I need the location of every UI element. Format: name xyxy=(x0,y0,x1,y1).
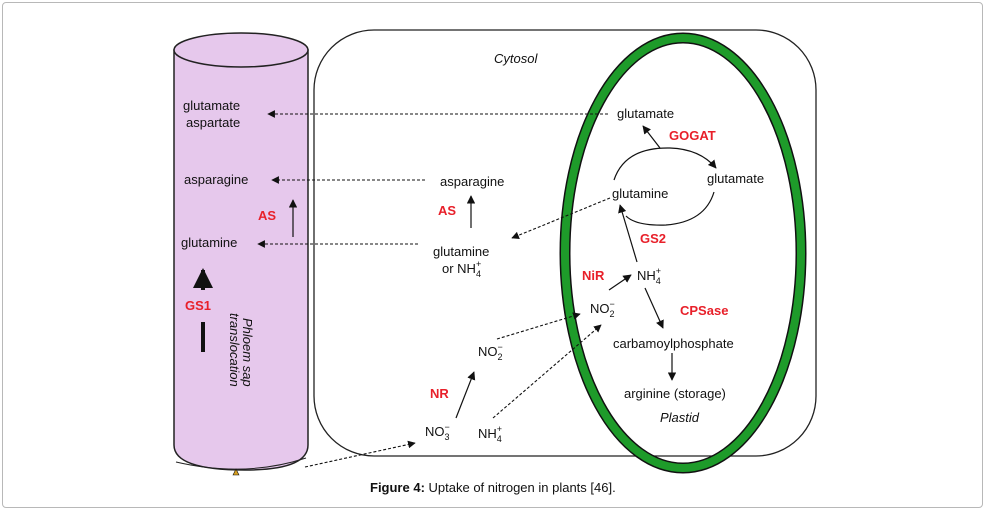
plastid-no2: NO2− xyxy=(590,299,615,319)
cytosol-glutamine: glutamine xyxy=(433,244,489,259)
plastid-enzyme-nir: NiR xyxy=(582,268,605,283)
gogat-cycle-arc-top xyxy=(613,147,717,181)
plastid-carbamoylphosphate: carbamoylphosphate xyxy=(613,336,734,351)
cytosol-nh4: NH4+ xyxy=(478,424,502,444)
phloem-glutamine: glutamine xyxy=(181,235,237,250)
plastid-glutamate-top: glutamate xyxy=(617,106,674,121)
no2-import-arrow xyxy=(496,312,581,340)
plastid-glutamate-right: glutamate xyxy=(707,171,764,186)
no3-uptake-arrow xyxy=(304,440,416,468)
cytosol-enzyme-nr: NR xyxy=(430,386,449,401)
phloem-cylinder xyxy=(173,32,309,471)
plastid-glutamine: glutamine xyxy=(612,186,668,201)
phloem-translocation-label: Phloem sap translocation xyxy=(227,313,255,387)
svg-text:translocation: translocation xyxy=(227,313,242,387)
plastid-arginine: arginine (storage) xyxy=(624,386,726,401)
glutamine-plastid-export-arrow xyxy=(511,197,611,239)
caption-label: Figure 4: xyxy=(370,480,425,495)
svg-text:Phloem sap: Phloem sap xyxy=(240,318,255,387)
gs2-cycle-arc-bottom xyxy=(625,191,715,226)
phloem-asparagine: asparagine xyxy=(184,172,248,187)
plastid-membrane xyxy=(561,34,805,472)
caret-icon xyxy=(232,468,240,476)
plastid-enzyme-gs2: GS2 xyxy=(640,231,666,246)
cytosol-nr-arrow xyxy=(455,371,476,419)
cytosol-no2: NO2− xyxy=(478,342,503,362)
gogat-glutamate-arrow xyxy=(642,125,661,149)
figure-caption: Figure 4: Uptake of nitrogen in plants [… xyxy=(370,480,616,495)
cytosol-compartment xyxy=(313,29,817,457)
plastid-enzyme-cpsase: CPSase xyxy=(680,303,728,318)
gs2-arrow xyxy=(618,204,638,263)
cytosol-no3: NO3− xyxy=(425,422,450,442)
plastid-title: Plastid xyxy=(660,410,700,425)
plastid-nh4: NH4+ xyxy=(637,266,661,286)
caption-text: Uptake of nitrogen in plants [46]. xyxy=(424,480,616,495)
cytosol-title: Cytosol xyxy=(494,51,538,66)
phloem-glutamate: glutamate xyxy=(183,98,240,113)
cytosol-enzyme-as: AS xyxy=(438,203,456,218)
cytosol-asparagine: asparagine xyxy=(440,174,504,189)
cpsase-arrow xyxy=(644,287,664,329)
phloem-enzyme-gs1: GS1 xyxy=(185,298,211,313)
phloem-aspartate: aspartate xyxy=(186,115,240,130)
plastid-enzyme-gogat: GOGAT xyxy=(669,128,716,143)
nh4-import-arrow xyxy=(492,324,602,419)
nir-arrow xyxy=(608,274,632,291)
phloem-enzyme-as: AS xyxy=(258,208,276,223)
cytosol-or-nh4: or NH4+ xyxy=(442,259,481,279)
